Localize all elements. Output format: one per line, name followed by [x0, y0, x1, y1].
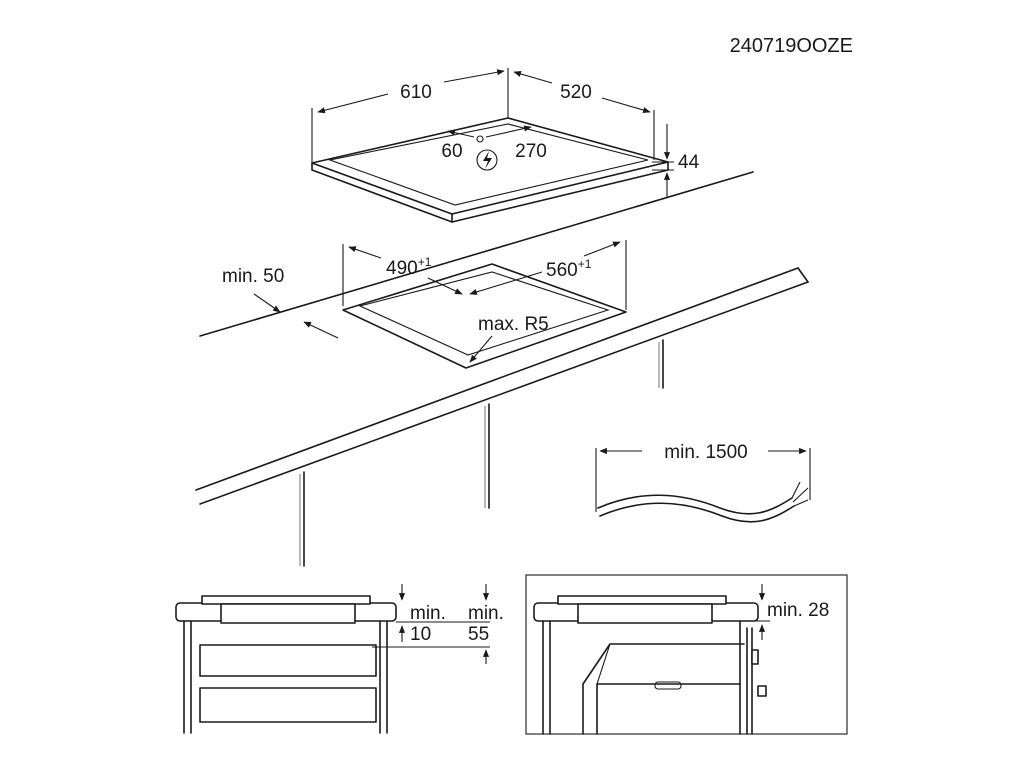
clearance-b-line1: min. [468, 603, 504, 624]
countertop-drawing: 490+1 560+1 max. R5 min. 50 [195, 171, 809, 567]
hob-width-label: 610 [400, 82, 432, 103]
hob-depth-label: 520 [560, 82, 592, 103]
cable-drawing: min. 1500 [595, 442, 811, 523]
clearance-a-line2: 10 [410, 624, 431, 645]
cable-length-label: min. 1500 [664, 442, 747, 463]
hob-height-label: 44 [678, 152, 700, 173]
hob-drawing: 610 520 44 60 270 [311, 68, 700, 223]
oven-clearance-label: min. 28 [767, 600, 829, 621]
drawing-code: 240719OOZE [730, 35, 853, 57]
cutout-depth-label: 560+1 [546, 257, 592, 281]
cutout-radius-label: max. R5 [478, 314, 549, 335]
electrical-connection-icon [476, 149, 498, 171]
conn-distance-label: 270 [515, 141, 547, 162]
front-gap-label: min. 50 [222, 266, 284, 287]
oven-section-drawing: min. 28 [525, 574, 848, 735]
conn-offset-label: 60 [441, 141, 462, 162]
drawer-section-drawing: min. 10 min. 55 [175, 584, 504, 734]
clearance-b-line2: 55 [468, 624, 489, 645]
clearance-a-line1: min. [410, 603, 446, 624]
cutout-width-label: 490+1 [386, 255, 432, 279]
